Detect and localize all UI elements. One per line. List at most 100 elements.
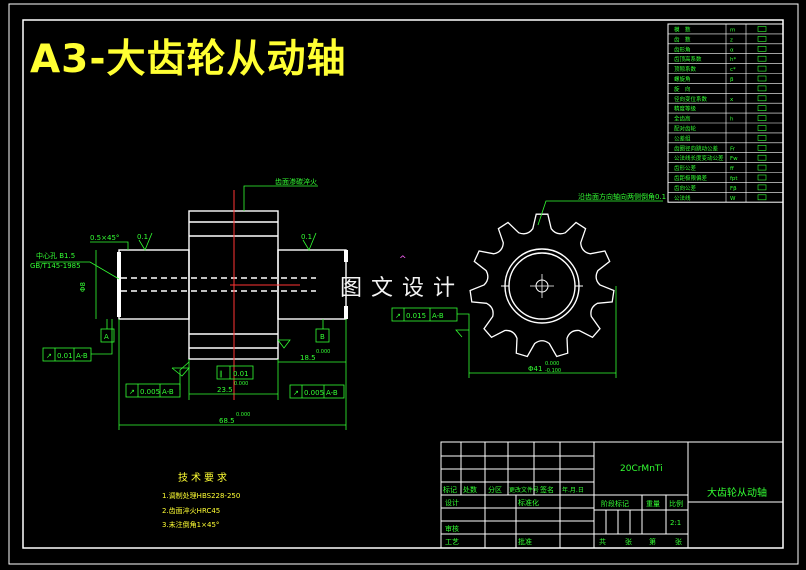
runout-br-symbol: ↗ — [293, 389, 299, 397]
params-table-value-box — [757, 95, 767, 102]
dim-length-total-tol: 0.000 — [236, 412, 250, 418]
tb-sheet-page: 张 — [625, 537, 632, 546]
gear-runout-symbol: ↗ — [395, 312, 401, 320]
params-table-symbol: α — [730, 47, 734, 53]
params-table-symbol: z — [730, 37, 733, 43]
roughness-left-value: 0.1 — [137, 233, 148, 241]
params-table-label: 公法线长度变动公差 — [674, 154, 724, 162]
params-table-label: 齿距极限偏差 — [674, 174, 708, 182]
params-table-value-box — [757, 26, 767, 32]
tb-row-label-0: 标记 — [443, 485, 457, 494]
params-table-symbol: m — [730, 28, 735, 34]
params-table-label: 顶隙系数 — [674, 65, 697, 73]
runout-left-symbol: ↗ — [46, 352, 52, 360]
tb-process: 工艺 — [445, 538, 459, 546]
note-chamfer: 0.5×45° — [90, 234, 119, 242]
tb-designer: 设计 — [445, 498, 459, 507]
tb-sheet-total: 共 — [599, 537, 606, 546]
tb-weight-label: 重量 — [646, 500, 660, 508]
tech-req-item-3: 3.未注倒角1×45° — [162, 520, 219, 529]
params-table-label: 模 数 — [674, 26, 691, 34]
tb-row-label-4: 签名 — [540, 485, 554, 494]
drawing-title: A3-大齿轮从动轴 — [30, 37, 347, 82]
note-center-hole: 中心孔 B1.5 — [36, 251, 75, 260]
watermark-text: 图文设计 — [340, 276, 465, 301]
params-table-value-box — [757, 184, 767, 191]
params-table-label: 齿圈径向跳动公差 — [674, 144, 719, 152]
dim-length-right: 18.5 — [300, 354, 316, 362]
note-center-hole-std: GB/T145-1985 — [30, 262, 81, 270]
params-table-value-box — [757, 135, 767, 141]
params-table-symbol: c* — [730, 67, 736, 73]
gear-dimensions — [391, 200, 663, 378]
tech-req-item-1: 1.调制处理HBS228-250 — [162, 491, 240, 500]
params-table-label: 齿顶高系数 — [674, 55, 702, 63]
params-table-symbol: x — [730, 97, 734, 103]
tb-part-name: 大齿轮从动轴 — [707, 486, 767, 499]
params-table-label: 齿 数 — [674, 35, 691, 43]
small-arrow-mark: ^ — [399, 255, 407, 265]
shaft-dimensions — [36, 185, 347, 430]
gear-note-tooth: 沿齿面方向轴向两侧倒角0.1 — [578, 192, 666, 201]
shaft-left-segment — [118, 249, 190, 320]
tb-row-label-2: 分区 — [488, 485, 502, 494]
tb-standardizer: 标准化 — [518, 498, 539, 507]
params-table-value-box — [757, 55, 767, 62]
params-table-symbol: W — [730, 196, 736, 202]
params-table-value-box — [757, 164, 767, 171]
params-table-label: 公差组 — [674, 134, 691, 142]
params-table-value-box — [757, 125, 767, 131]
params-table-value-box — [757, 194, 767, 201]
runout-left-value: 0.01 — [57, 352, 73, 360]
tb-scale-value: 2:1 — [670, 519, 681, 527]
params-table-symbol: Fw — [730, 156, 738, 162]
params-table-value-box — [757, 174, 767, 181]
params-table-value-box — [757, 115, 767, 121]
roughness-right-value: 0.1 — [301, 233, 312, 241]
gear-dim-diameter: Φ41 — [528, 365, 542, 373]
runout-left-ref: A-B — [76, 352, 88, 360]
gear-view — [469, 213, 615, 358]
params-table-value-box — [757, 45, 767, 52]
gear-dim-tol-upper: 0.000 — [545, 361, 559, 367]
params-table-symbol: ff — [730, 166, 734, 172]
params-table-value-box — [757, 85, 767, 92]
dim-diameter-left: Φ8 — [79, 282, 87, 292]
parallel-symbol: ∥ — [219, 370, 223, 378]
params-table-value-box — [757, 145, 767, 151]
gear-runout-value: 0.015 — [406, 312, 426, 320]
params-table-label: 配对齿轮 — [674, 125, 697, 133]
params-table-symbol: β — [730, 77, 734, 83]
note-heat-treatment: 齿面渗碳淬火 — [275, 177, 317, 186]
tech-req-item-2: 2.齿面淬火HRC45 — [162, 506, 220, 515]
params-table-symbol: h — [730, 117, 734, 123]
params-table-label: 旋 向 — [674, 85, 691, 93]
runout-bl-value: 0.005 — [140, 388, 160, 396]
gear-runout-ref: A-B — [432, 312, 444, 320]
params-table-symbol: h* — [730, 57, 736, 63]
params-table-label: 齿形角 — [674, 45, 691, 53]
params-table-label: 径向变位系数 — [674, 95, 708, 103]
parallel-value: 0.01 — [233, 370, 249, 378]
inner-border — [22, 19, 784, 549]
tb-checker: 审核 — [445, 524, 459, 533]
params-table-label: 全齿高 — [674, 115, 691, 123]
params-table-label: 齿向公差 — [674, 184, 697, 192]
params-table-value-box — [757, 105, 767, 111]
tech-requirements: 技术要求 1.调制处理HBS228-250 2.齿面淬火HRC45 3.未注倒角… — [162, 471, 240, 529]
params-table-symbol: Fβ — [730, 186, 737, 192]
tb-row-label-5: 年.月.日 — [562, 486, 584, 494]
tb-stage-label: 阶段标记 — [601, 499, 629, 508]
params-table-symbol: fpt — [730, 176, 738, 182]
tb-sheet-no2: 张 — [675, 537, 682, 546]
dim-length-right-tol: 0.000 — [316, 349, 330, 355]
params-table-symbol: Fr — [730, 146, 736, 152]
params-table-label: 螺旋角 — [674, 75, 691, 83]
runout-bl-ref: A-B — [162, 388, 174, 396]
tb-approver: 批准 — [518, 537, 532, 546]
gear-tooth-outline — [469, 213, 615, 358]
runout-br-value: 0.005 — [304, 389, 324, 397]
tb-row-label-3: 更改文件号 — [509, 486, 539, 494]
datum-b-label: B — [320, 333, 325, 341]
